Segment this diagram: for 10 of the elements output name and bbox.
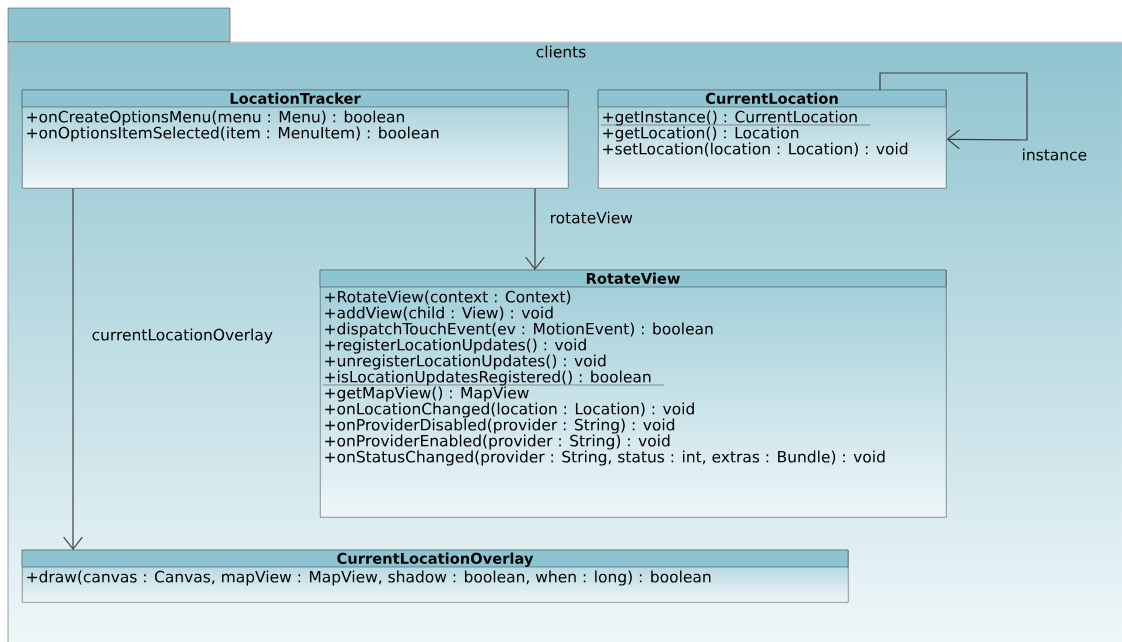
edge-label: rotateView: [551, 211, 633, 224]
association-arrow: [879, 72, 1028, 150]
class-box: RotateView +RotateView(context : Context) +addView(child : View) : void +dispatchTouchEvent(ev : MotionEvent) : boolean +registerLocationUpdates() : void +unregisterLocationUpdates() : void +isLocationUpdatesRegistered() : boolean +getMapView() : MapView +onLocationChanged(location : Location) : void +onProviderDisabled(provider : String) : void +onProviderEnabled(provider : String) : void +onStatusChanged(provider : String, status : int, extras : Bundle) : void: [319, 269, 947, 518]
association-arrow: [525, 187, 545, 270]
edge-label: instance: [1023, 148, 1087, 161]
class-box: CurrentLocationOverlay +draw(canvas : Canvas, mapView : MapView, shadow : boolean, when : long) : boolean: [21, 549, 849, 603]
association-arrow: [63, 187, 83, 550]
class-box: CurrentLocation +getInstance() : CurrentLocation +getLocation() : Location +setLocation(location : Location) : void: [597, 89, 947, 189]
class-box: LocationTracker +onCreateOptionsMenu(menu : Menu) : boolean +onOptionsItemSelected(item : MenuItem) : boolean: [21, 89, 569, 189]
edge-label: currentLocationOverlay: [92, 328, 273, 344]
